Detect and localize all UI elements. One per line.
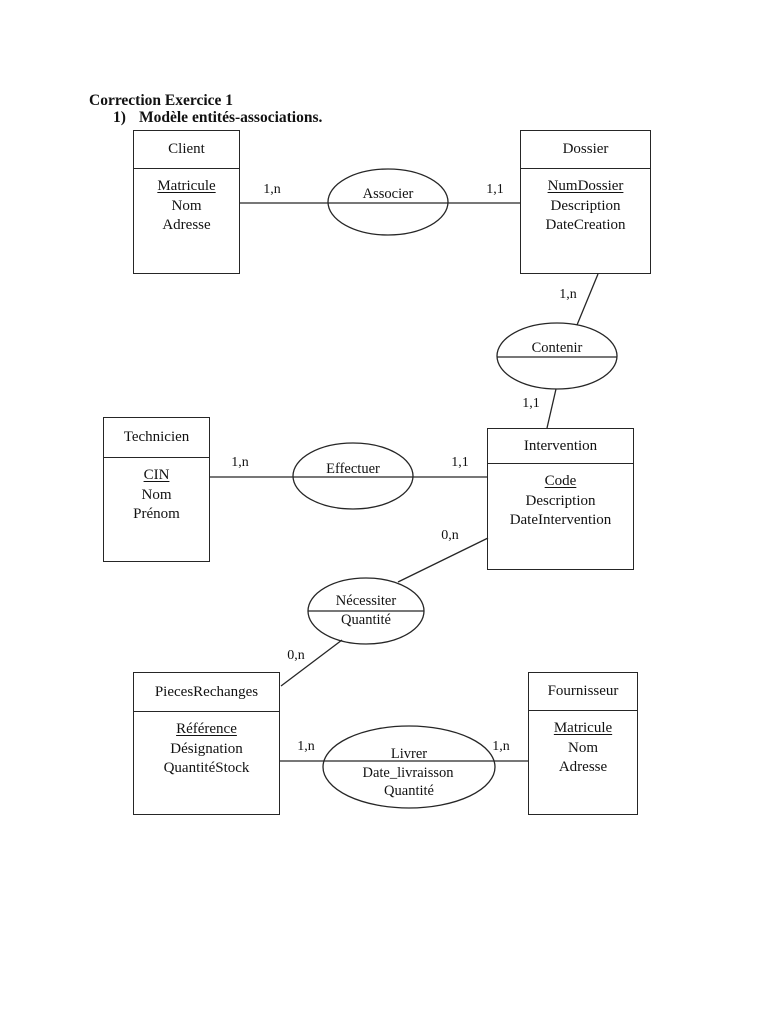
entity-technicien-attribute: Nom [141, 486, 172, 503]
entity-technicien-name: Technicien [104, 418, 209, 458]
entity-technicien-attribute: Prénom [133, 506, 180, 522]
association-livrer-attribute: Quantité [384, 783, 434, 799]
association-contenir-label: Contenir [531, 340, 583, 356]
entity-client-attribute: Adresse [162, 217, 211, 233]
entity-dossier-attributes: NumDossier Description DateCreation [521, 169, 650, 236]
entity-piecesrechanges-attribute: Désignation [170, 740, 243, 757]
entity-intervention-name: Intervention [488, 429, 633, 464]
cardinality-dossier-contenir: 1,n [559, 287, 577, 302]
entity-intervention-attribute: DateIntervention [509, 512, 612, 528]
connector-intervention-necessiter [397, 537, 489, 583]
entity-technicien-key-attribute: CIN [143, 467, 170, 483]
entity-dossier-attribute: Description [550, 197, 621, 214]
cardinality-technicien-effectuer: 1,n [231, 455, 249, 470]
cardinality-associer-dossier: 1,1 [486, 182, 504, 197]
page-title: Correction Exercice 1 [89, 92, 234, 109]
entity-dossier-name: Dossier [521, 131, 650, 169]
entity-fournisseur-key-attribute: Matricule [553, 720, 613, 736]
entity-fournisseur-attribute: Adresse [558, 759, 608, 775]
subtitle-text: Modèle entités-associations. [139, 109, 323, 126]
entity-piecesrechanges-attribute: QuantitéStock [163, 760, 250, 776]
connector-dossier-contenir [576, 273, 599, 326]
entity-piecesrechanges: PiecesRechanges Référence Désignation Qu… [133, 672, 280, 815]
entity-piecesrechanges-attributes: Référence Désignation QuantitéStock [134, 712, 279, 779]
entity-piecesrechanges-key-attribute: Référence [176, 721, 237, 737]
association-associer-ellipse [327, 168, 449, 236]
cardinality-intervention-necessiter: 0,n [441, 528, 459, 543]
entity-client-key-attribute: Matricule [157, 178, 216, 194]
cardinality-client-associer: 1,n [263, 182, 281, 197]
entity-intervention-key-attribute: Code [544, 473, 577, 489]
association-effectuer-ellipse [292, 442, 414, 510]
entity-dossier-attribute: DateCreation [545, 217, 626, 233]
cardinality-livrer-fournisseur: 1,n [492, 739, 510, 754]
entity-client-attribute: Nom [171, 197, 202, 214]
cardinality-pieces-livrer: 1,n [297, 739, 315, 754]
entity-technicien: Technicien CIN Nom Prénom [103, 417, 210, 562]
cardinality-necessiter-pieces: 0,n [287, 648, 305, 663]
cardinality-effectuer-intervention: 1,1 [451, 455, 469, 470]
connector-necessiter-pieces [280, 639, 343, 687]
entity-fournisseur-name: Fournisseur [529, 673, 637, 711]
entity-dossier: Dossier NumDossier Description DateCreat… [520, 130, 651, 274]
entity-fournisseur-attribute: Nom [568, 739, 598, 756]
cardinality-contenir-intervention: 1,1 [522, 396, 540, 411]
entity-fournisseur-attributes: Matricule Nom Adresse [529, 711, 637, 778]
subtitle-number: 1) [113, 109, 126, 126]
association-effectuer-label: Effectuer [326, 461, 380, 477]
entity-client-name: Client [134, 131, 239, 169]
association-livrer-attribute: Date_livraisson [362, 765, 454, 781]
entity-fournisseur: Fournisseur Matricule Nom Adresse [528, 672, 638, 815]
association-associer-label: Associer [362, 186, 414, 202]
entity-piecesrechanges-name: PiecesRechanges [134, 673, 279, 712]
entity-technicien-attributes: CIN Nom Prénom [104, 458, 209, 525]
association-necessiter-label: Nécessiter [335, 593, 397, 609]
entity-intervention: Intervention Code Description DateInterv… [487, 428, 634, 570]
association-livrer-ellipse [322, 725, 496, 809]
entity-dossier-key-attribute: NumDossier [547, 178, 624, 194]
association-livrer-label: Livrer [390, 746, 428, 762]
association-contenir-ellipse [496, 322, 618, 390]
entity-client: Client Matricule Nom Adresse [133, 130, 240, 274]
entity-client-attributes: Matricule Nom Adresse [134, 169, 239, 236]
entity-intervention-attribute: Description [525, 492, 596, 509]
entity-intervention-attributes: Code Description DateIntervention [488, 464, 633, 531]
connector-contenir-intervention [546, 388, 557, 429]
association-necessiter-attribute: Quantité [341, 612, 391, 628]
